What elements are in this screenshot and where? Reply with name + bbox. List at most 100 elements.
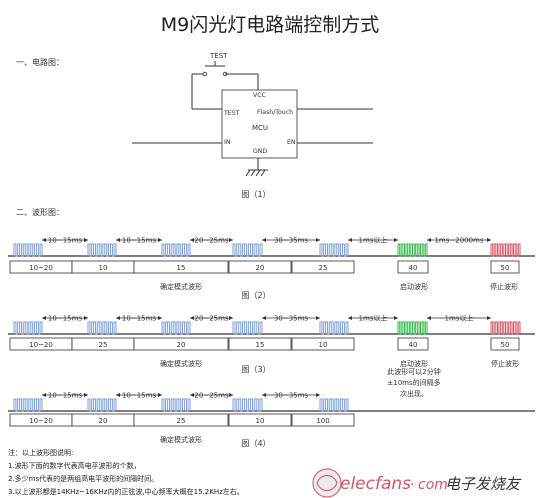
row-3-start-note-0: 此波形可以2分钟 — [387, 367, 440, 376]
row-4-group-label: 确定模式波形 — [160, 435, 202, 444]
row-2-pulse-5 — [397, 243, 428, 257]
mcu-test-pin-label: TEST — [223, 110, 240, 117]
row-3-count-2-value: 20 — [177, 341, 186, 349]
row-3-interval-3-label: 30~35ms — [274, 315, 308, 323]
en-pin-label: EN — [287, 139, 296, 146]
row-3-interval-0-label: 10~15ms — [48, 315, 82, 323]
row-3-pulse-4 — [319, 321, 349, 335]
row-4-interval-2-label: 20~25ms — [194, 392, 228, 400]
watermark-dot: · — [410, 477, 414, 493]
row-4-interval-1-label: 10~15ms — [122, 392, 156, 400]
row-2-count-1-value: 10 — [99, 264, 108, 272]
gnd-label: GND — [253, 148, 267, 155]
row-4-count-4-value: 100 — [316, 417, 329, 425]
row-4-pulse-3 — [232, 398, 263, 412]
row-3-count-3-box — [228, 337, 292, 351]
row-3-count-5-box — [397, 337, 429, 351]
row-3-count-1-value: 25 — [99, 341, 108, 349]
row-4-count-3-box — [228, 413, 292, 427]
row-3-start-note-2: 次出现。 — [400, 389, 428, 398]
test-switch-label: TEST — [209, 52, 228, 60]
row-2-pulse-2 — [161, 243, 191, 257]
row-3-count-0-value: 10~20 — [29, 341, 53, 349]
row-3-start-note-1: ±10ms的间隔多 — [387, 378, 440, 387]
row-3-group-label: 确定模式波形 — [160, 359, 202, 368]
row-3-pulse-2 — [161, 321, 191, 335]
in-pin-label: IN — [224, 139, 231, 146]
row-3-count-6-box — [490, 337, 520, 351]
row-4-count-2-box — [133, 413, 229, 427]
row-2-pulse-3 — [232, 243, 263, 257]
row-2-count-5-value: 40 — [409, 264, 418, 272]
note-title: 注：以上波形图说明: — [8, 448, 73, 457]
row-2-stop-label: 停止波形 — [490, 282, 518, 291]
row-3-pulse-3 — [232, 321, 263, 335]
mcu-label: MCU — [252, 124, 268, 132]
row-4-count-1-value: 20 — [99, 417, 108, 425]
row-2-pulse-0 — [13, 243, 43, 257]
row-2-interval-1-label: 10~15ms — [122, 237, 156, 245]
row-2-interval-5-label: 1ms~2000ms — [434, 237, 483, 245]
row-4-interval-0-label: 10~15ms — [48, 392, 82, 400]
row-2-count-4-value: 25 — [319, 264, 328, 272]
row-3-count-4-box — [291, 337, 355, 351]
row-2-pulse-4 — [319, 243, 349, 257]
note-line-1: 1.波形下面的数字代表高电平波形的个数， — [8, 461, 141, 470]
note-line-3: 3.以上波形都是14KHz~16KHz内的正弦波,中心频率大概在15.2KHz左… — [8, 487, 244, 496]
row-3-caption: 图（3） — [241, 365, 270, 374]
note-line-2: 2.多少ms代表的是两组高电平波形的间隔时间。 — [8, 474, 158, 483]
ground-hatch-4 — [260, 169, 266, 177]
ground-hatch-1 — [245, 169, 251, 177]
row-2-count-3-value: 20 — [256, 264, 265, 272]
row-2-interval-4-label: 1ms以上 — [359, 236, 388, 245]
row-3-interval-5-label: 1ms以上 — [445, 314, 474, 323]
row-4-caption: 图（4） — [241, 439, 270, 448]
watermark-logo: elecfans · com 电子发烧友 — [312, 468, 522, 498]
row-2-interval-3-label: 30~35ms — [274, 237, 308, 245]
ground-hatch-3 — [255, 169, 261, 177]
row-3-pulse-5 — [397, 321, 428, 335]
row-2-interval-0-label: 10~15ms — [48, 237, 82, 245]
row-3-start-label: 启动波形 — [400, 359, 428, 368]
row-2-interval-2-label: 20~25ms — [194, 237, 228, 245]
mcu-box — [221, 89, 298, 159]
row-4-count-2-value: 25 — [177, 417, 186, 425]
row-3-count-6-value: 50 — [501, 341, 510, 349]
row-2-count-2-value: 15 — [177, 264, 186, 272]
section-waveform-title: 二、波形图： — [16, 207, 64, 217]
watermark-circle — [312, 468, 342, 498]
switch-node-left — [202, 71, 208, 77]
row-3-stop-label: 停止波形 — [491, 359, 519, 368]
row-4-interval-3-label: 30~35ms — [274, 392, 308, 400]
row-2-caption: 图（2） — [241, 291, 270, 300]
row-3-interval-4-label: 1ms以上 — [359, 314, 388, 323]
row-2-count-0-value: 10~20 — [29, 264, 53, 272]
row-3-interval-1-label: 10~15ms — [122, 315, 156, 323]
row-2-count-6-value: 50 — [501, 264, 510, 272]
watermark-text-left: elecfans — [340, 474, 411, 494]
circuit-diagram: TEST VCC Flash/Touch TEST MCU IN EN GND — [132, 52, 373, 177]
row-3-interval-2-label: 20~25ms — [194, 315, 228, 323]
waveform-layer: 10~15ms 10~15ms 20~25ms 30~35ms 1ms以上 1ms~200… — [8, 236, 535, 448]
row-4-pulse-0 — [13, 398, 43, 412]
row-3-pulse-1 — [87, 321, 117, 335]
row-3-count-4-value: 10 — [319, 341, 328, 349]
figure-1-caption: 图（1） — [241, 190, 270, 199]
section-circuit-title: 一、电路图： — [16, 57, 64, 67]
row-2-count-2-box — [133, 260, 229, 274]
row-2-pulse-6 — [490, 243, 521, 257]
row-3-count-3-value: 15 — [256, 341, 265, 349]
row-4-count-0-value: 10~20 — [29, 417, 53, 425]
vcc-label: VCC — [253, 92, 266, 99]
row-4-pulse-2 — [161, 398, 191, 412]
row-2-count-4-box — [291, 260, 355, 274]
row-4-pulse-4 — [319, 398, 349, 412]
row-2-count-6-box — [490, 260, 520, 274]
row-2-start-label: 启动波形 — [400, 282, 428, 291]
watermark-text-right: 电子发烧友 — [445, 475, 522, 493]
watermark-text-com: com — [418, 477, 448, 493]
row-2-group-label: 确定模式波形 — [160, 282, 202, 291]
page-title: M9闪光灯电路端控制方式 — [161, 14, 379, 36]
row-3-count-2-box — [133, 337, 229, 351]
